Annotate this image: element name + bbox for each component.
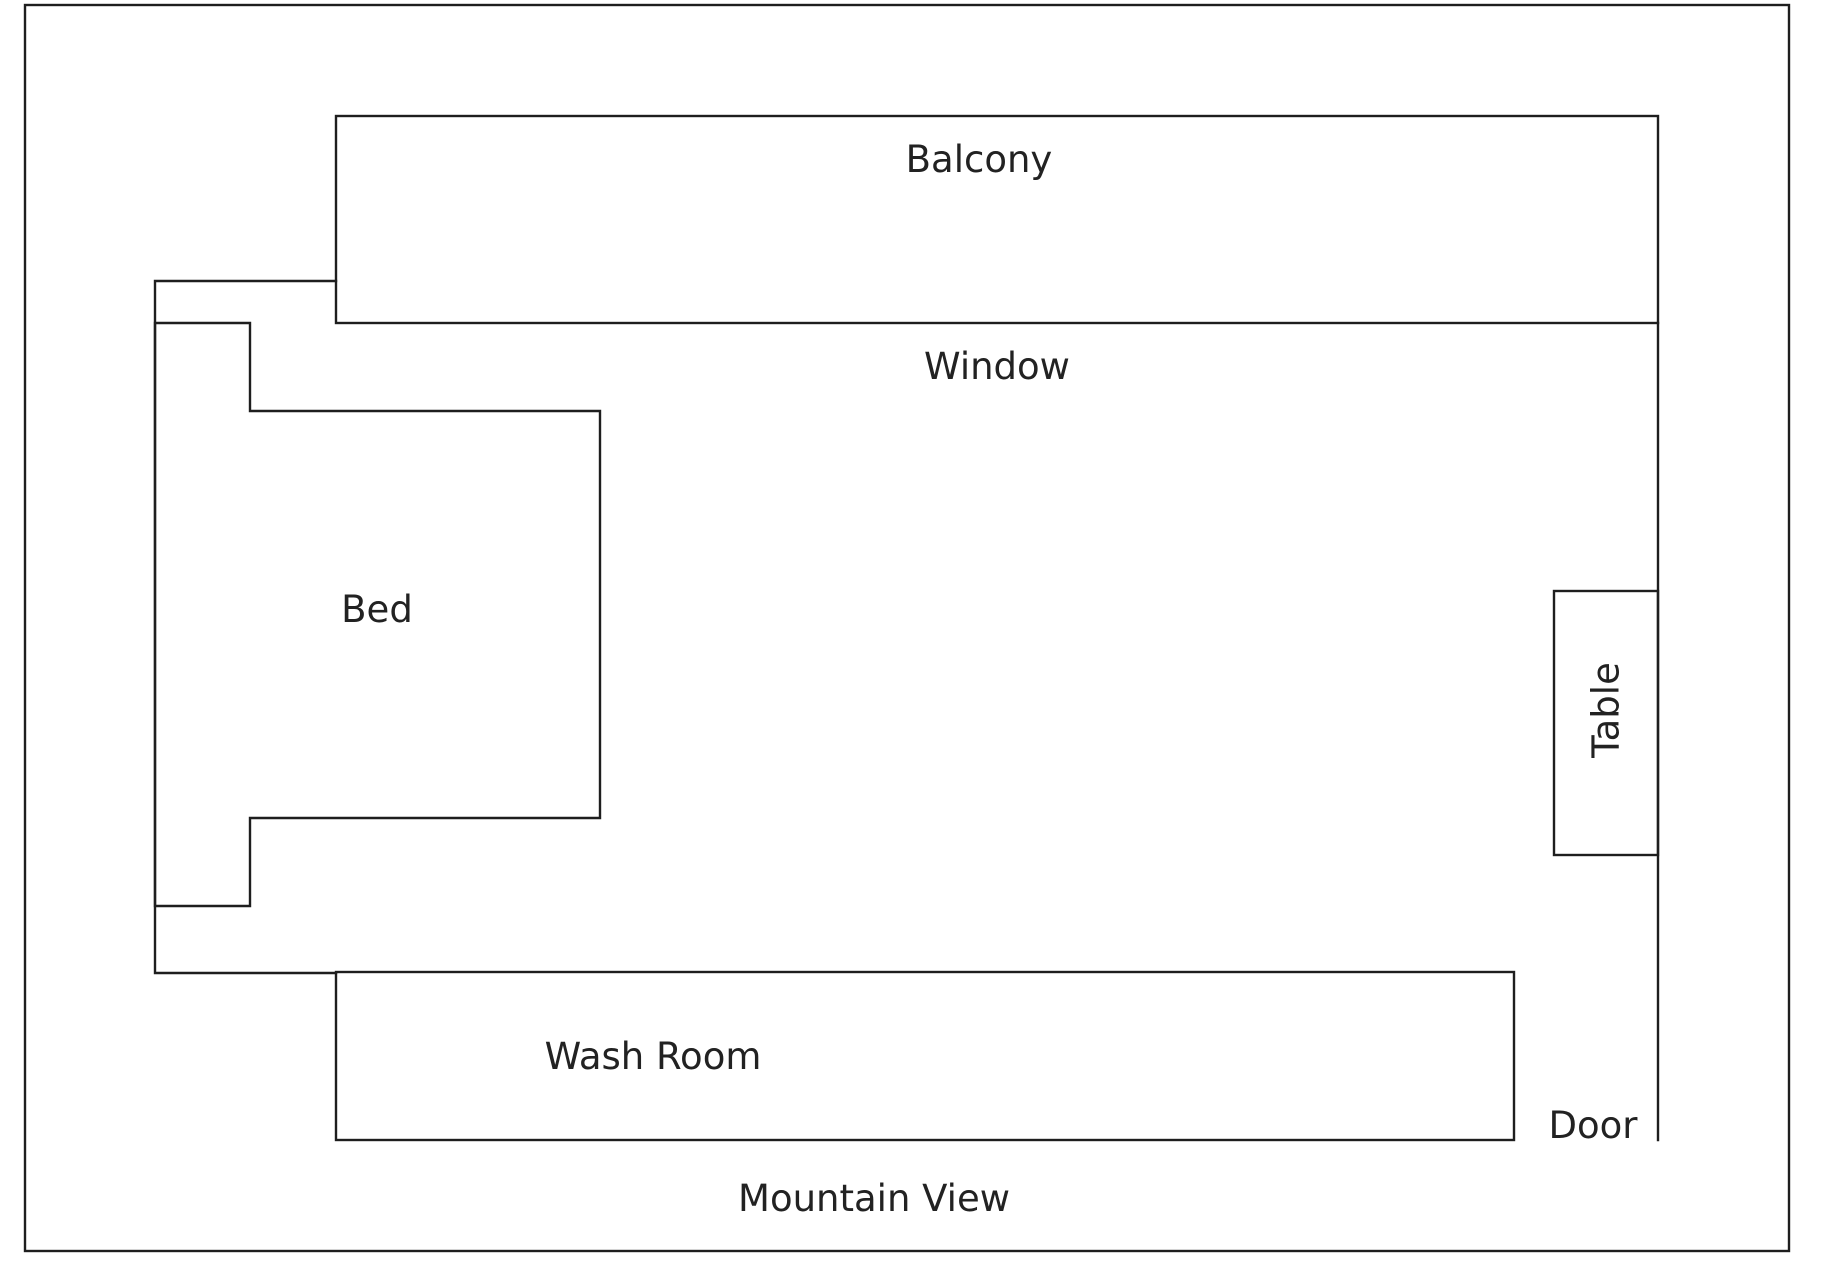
table-label: Table: [1585, 662, 1628, 759]
room-wall-left: [153, 279, 338, 975]
wash-room-area: [334, 970, 1516, 1142]
mountain-view-label: Mountain View: [738, 1177, 1010, 1220]
door-label: Door: [1549, 1104, 1639, 1147]
window-label: Window: [924, 345, 1070, 388]
balcony-area: [334, 114, 1660, 325]
bed-label: Bed: [341, 588, 413, 631]
table-outline: [1552, 589, 1660, 857]
outer-frame: [23, 3, 1791, 1253]
bed-outline: [153, 321, 602, 908]
wash-room-label: Wash Room: [545, 1035, 762, 1078]
balcony-label: Balcony: [906, 138, 1053, 181]
